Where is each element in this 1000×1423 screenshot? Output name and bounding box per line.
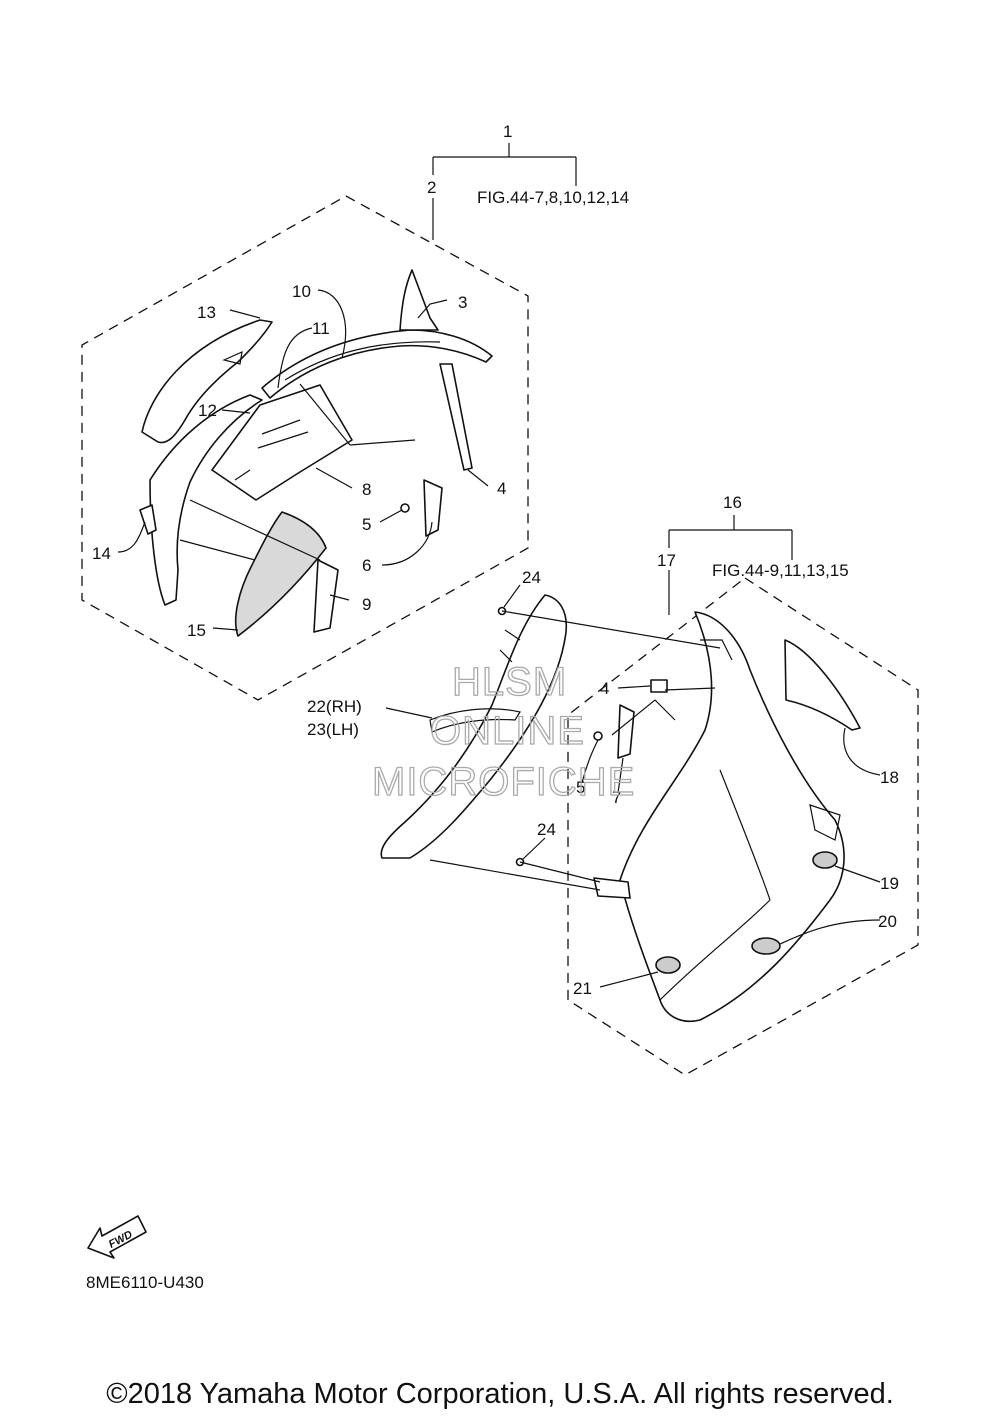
- assembly-lines-lower: [429, 610, 721, 891]
- label-part-21: 21: [573, 979, 592, 998]
- label-part-4-upper: 4: [497, 479, 506, 498]
- label-part-9: 9: [362, 595, 371, 614]
- watermark-line-2: ONLINE: [430, 709, 585, 753]
- part-4-clip-lower: [650, 679, 668, 693]
- part-10-top-cowl: [261, 329, 493, 399]
- assembly-boundary-lower: [567, 577, 919, 1076]
- label-part-23-lh: 23(LH): [307, 720, 359, 739]
- label-fig-ref-1: FIG.44-7,8,10,12,14: [477, 188, 629, 207]
- label-part-19: 19: [880, 874, 899, 893]
- label-part-20: 20: [878, 912, 897, 931]
- part-20-emblem: [751, 937, 781, 955]
- part-17-mount-tab: [593, 877, 631, 899]
- part-22-23-side-panel: [380, 594, 568, 859]
- callout-labels: 1 2 FIG.44-7,8,10,12,14 3 13 10 11 12 8 …: [92, 122, 899, 998]
- watermark-line-1: HLSM: [452, 660, 567, 704]
- watermark: HLSM ONLINE MICROFICHE: [371, 659, 635, 804]
- part-21-emblem: [655, 956, 681, 974]
- part-5-screw-lower: [593, 731, 603, 741]
- part-6-clip-cover: [423, 479, 443, 537]
- assembly-boundary-upper: [81, 195, 529, 701]
- label-part-17: 17: [657, 551, 676, 570]
- label-part-1: 1: [503, 122, 512, 141]
- part-8-inner-panel: [211, 384, 353, 501]
- label-part-13: 13: [197, 303, 216, 322]
- label-part-15: 15: [187, 621, 206, 640]
- label-part-18: 18: [880, 768, 899, 787]
- bracket-group-1: [432, 143, 577, 240]
- label-part-12: 12: [198, 401, 217, 420]
- part-18-windscreen: [784, 639, 861, 731]
- watermark-line-3: MICROFICHE: [372, 760, 635, 804]
- label-fig-ref-2: FIG.44-9,11,13,15: [712, 561, 849, 580]
- label-part-14: 14: [92, 544, 111, 563]
- label-part-3: 3: [458, 293, 467, 312]
- bracket-group-16: [668, 515, 793, 615]
- label-part-7: 7: [612, 788, 621, 807]
- label-part-5-lower: 5: [576, 778, 585, 797]
- part-12-front-cowl: [149, 394, 263, 606]
- label-part-11: 11: [312, 319, 330, 338]
- part-13-side-panel: [141, 319, 273, 444]
- part-3-windscreen: [399, 269, 439, 331]
- part-17-front-fairing: [619, 611, 845, 1022]
- label-part-8: 8: [362, 480, 371, 499]
- part-14-bracket: [139, 504, 157, 535]
- part-19-emblem: [812, 851, 838, 869]
- label-part-10: 10: [292, 282, 311, 301]
- part-9-cover: [313, 559, 339, 633]
- part-5-screw-upper: [400, 503, 410, 513]
- label-part-22-rh: 22(RH): [307, 697, 362, 716]
- label-part-6: 6: [362, 556, 371, 575]
- label-part-16: 16: [723, 493, 742, 512]
- leader-lines: [117, 289, 881, 988]
- diagram-code: 8ME6110-U430: [86, 1273, 204, 1292]
- label-part-24-lower: 24: [537, 820, 556, 839]
- fwd-direction-arrow: FWD: [87, 1215, 147, 1259]
- label-part-24-upper: 24: [522, 568, 541, 587]
- assembly-lines-upper: [179, 383, 416, 561]
- copyright-notice: ©2018 Yamaha Motor Corporation, U.S.A. A…: [106, 1378, 894, 1410]
- label-part-5-upper: 5: [362, 515, 371, 534]
- part-15-mesh-panel: [234, 511, 327, 637]
- part-4-bracket-upper: [439, 363, 473, 471]
- label-part-4-lower: 4: [600, 679, 609, 698]
- label-part-2: 2: [427, 178, 436, 197]
- part-7-clip-cover: [617, 704, 635, 759]
